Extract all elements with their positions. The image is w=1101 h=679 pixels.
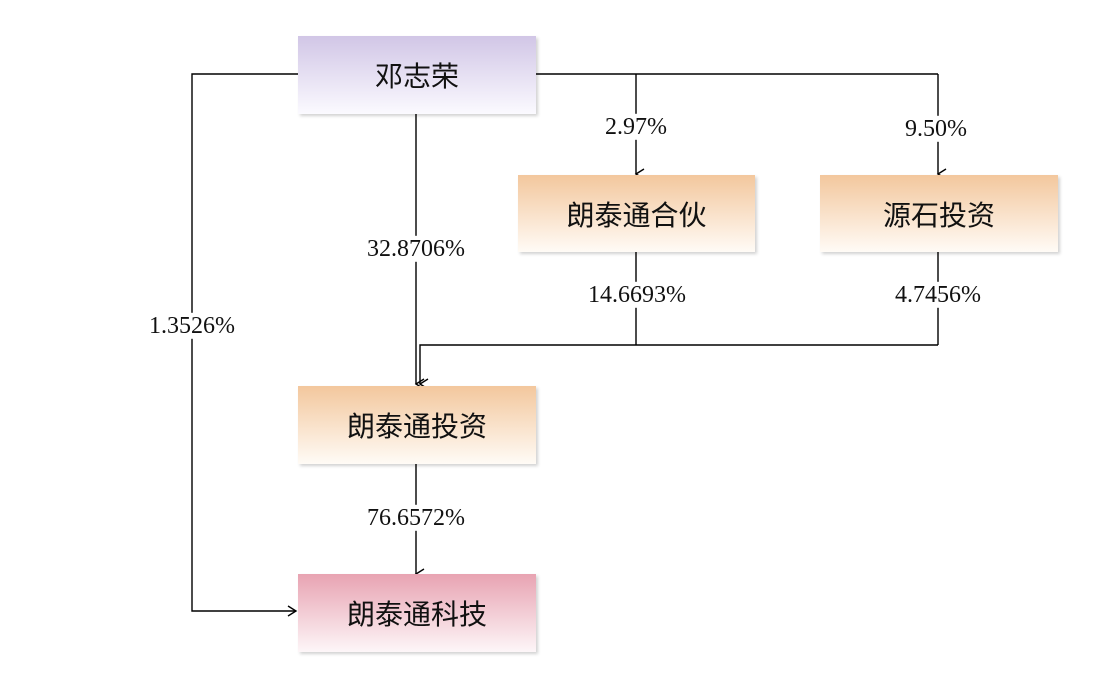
node-investment-label: 朗泰通投资: [346, 412, 487, 443]
edge-lower-bus: [418, 344, 938, 390]
edge-person-to-target: [191, 73, 298, 617]
edge-label-person-to-partnership: 2.97%: [603, 113, 669, 141]
edge-label-person-to-investment: 32.8706%: [365, 235, 467, 263]
node-yuanshi: 源石投资: [820, 175, 1058, 252]
node-target: 朗泰通科技: [298, 574, 536, 652]
node-yuanshi-label: 源石投资: [882, 200, 995, 232]
edge-label-investment-to-target: 76.6572%: [365, 504, 467, 532]
node-investment: 朗泰通投资: [298, 386, 536, 464]
edge-label-person-to-target: 1.3526%: [147, 312, 237, 340]
edge-label-person-to-yuanshi: 9.50%: [903, 115, 969, 143]
node-person-label: 邓志荣: [374, 62, 459, 93]
node-partnership-label: 朗泰通合伙: [566, 200, 707, 232]
node-target-label: 朗泰通科技: [346, 600, 487, 631]
node-person: 邓志荣: [298, 36, 536, 114]
edge-label-yuanshi-to-investment: 4.7456%: [893, 281, 983, 309]
node-partnership: 朗泰通合伙: [518, 175, 755, 252]
edge-label-partnership-to-investment: 14.6693%: [586, 281, 688, 309]
